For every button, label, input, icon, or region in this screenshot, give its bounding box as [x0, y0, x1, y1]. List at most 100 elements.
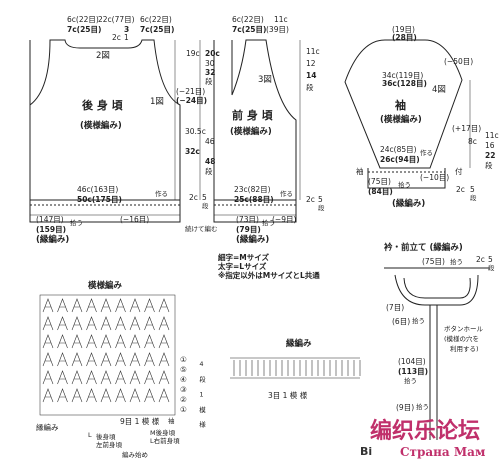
sleeve-tsuke: 袖 — [356, 167, 364, 176]
stitch-symbol — [100, 298, 112, 313]
collar-pick6: (6目) — [392, 317, 411, 326]
stitch-symbol — [129, 316, 141, 331]
stitch-symbol — [144, 352, 155, 367]
stitch-symbol — [57, 298, 68, 313]
stitch-symbol — [129, 388, 141, 403]
sleeve-side-8c: 8c — [468, 137, 477, 146]
rib-title: 縁編み — [286, 339, 312, 349]
back-rib: (縁編み) — [36, 235, 70, 245]
collar-pick-word3: 拾う — [404, 377, 417, 385]
stitch-symbol — [57, 388, 68, 403]
back-armhole-20c: 20c — [205, 49, 220, 58]
back-side-48: 48 — [205, 157, 216, 166]
stitch-symbol — [86, 334, 97, 349]
back-neck-width: 22c(77目) — [98, 15, 135, 24]
back-armhole-32: 32 — [205, 68, 216, 77]
front-neck-11c: 11c — [306, 47, 320, 56]
sleeve-upper-l: 36c(128目) — [382, 79, 427, 88]
stitch-symbol — [57, 352, 68, 367]
stitch-symbol — [144, 334, 155, 349]
stitch-symbol — [71, 352, 83, 367]
back-neck-1: 1 — [124, 33, 129, 42]
stitch-symbol — [86, 370, 97, 385]
front-rib-outline — [213, 200, 297, 223]
stitch-l-right: L右前身頃 — [150, 437, 180, 445]
front-neck-12: 12 — [306, 59, 316, 68]
stitch-row-3: ③ — [180, 385, 187, 394]
collar-title: 衿・前立て (縁編み) — [384, 243, 463, 253]
stitch-symbol — [86, 388, 97, 403]
stitch-m-back: M後身頃 — [150, 429, 176, 437]
back-pattern: (模様編み) — [80, 121, 122, 131]
collar-edge-dan: 段 — [488, 264, 495, 272]
stitch-symbol — [100, 316, 112, 331]
stitch-symbol — [42, 334, 54, 349]
sleeve-top-l: (28目) — [392, 33, 417, 42]
sleeve-rib: (縁編み) — [392, 199, 426, 209]
stitch-symbol — [115, 370, 126, 385]
sleeve-upper-m: 34c(119目) — [382, 71, 424, 80]
back-side-dan: 段 — [205, 167, 213, 176]
sleeve-pick-dec: (−10目) — [420, 173, 450, 182]
stitch-symbol — [129, 370, 141, 385]
stitch-symbol — [158, 316, 170, 331]
stitch-symbol — [71, 298, 83, 313]
stitch-symbol — [57, 334, 68, 349]
stitch-one-repeat: 9目 1 模 様 — [120, 417, 160, 426]
sleeve-side-dan: 段 — [485, 161, 493, 170]
stitch-symbol — [42, 352, 54, 367]
stitch-symbol — [129, 334, 141, 349]
stitch-symbol — [42, 388, 54, 403]
stitch-symbol — [100, 352, 112, 367]
sleeve-side-11c: 11c — [485, 131, 499, 140]
stitch-symbol — [115, 316, 126, 331]
sleeve-title: 袖 — [395, 99, 406, 112]
sleeve-edge-dan: 段 — [470, 194, 477, 202]
sleeve-cuff-l: 26c(94目) — [380, 155, 420, 164]
legend-l: 太字=Lサイズ — [218, 262, 267, 271]
collar-edge-2c: 2c — [476, 255, 485, 264]
collar-button-note2: 利用する) — [450, 345, 479, 353]
stitch-symbol — [71, 370, 83, 385]
back-shoulder-l: 7c(25目) — [67, 25, 102, 34]
front-pattern: (模様編み) — [230, 127, 272, 137]
stitch-row-2: ② — [180, 395, 187, 404]
collar-pick9: (9目) — [396, 403, 415, 412]
stitch-symbol — [42, 316, 54, 331]
stitch-symbol — [158, 298, 170, 313]
stitch-symbol — [144, 370, 155, 385]
front-body-outline — [213, 39, 297, 201]
watermark-ru: Страна Мам — [400, 445, 486, 459]
back-neck-2c: 2c — [112, 33, 121, 42]
back-pick-m: (147目) — [36, 215, 64, 224]
front-edge-2c: 2c — [306, 195, 315, 204]
back-side-32c: 32c — [185, 147, 200, 156]
front-title: 前 身 頃 — [232, 109, 273, 122]
sleeve-top-m: (19目) — [392, 25, 415, 34]
legend-note: ※指定以外はMサイズとL共通 — [218, 271, 320, 280]
stitch-symbol — [100, 388, 112, 403]
stitch-symbol — [100, 370, 112, 385]
stitch-symbol — [57, 316, 68, 331]
back-side-305: 30.5c — [185, 127, 206, 136]
stitch-l: L — [88, 431, 92, 439]
back-shoulder-m-right: 6c(22目) — [140, 15, 172, 24]
sleeve-pick-m: (75目) — [368, 177, 391, 186]
back-armhole-19c: 19c — [186, 49, 200, 58]
watermark-bi: Bi — [360, 445, 373, 458]
front-edge-5: 5 — [318, 195, 323, 204]
sleeve-pattern: (模様編み) — [380, 115, 422, 125]
sleeve-edge-5: 5 — [470, 185, 475, 194]
back-dec-l: (−24目) — [176, 96, 208, 105]
front-bottom-make: 作る — [280, 190, 293, 198]
front-top-39: (39目) — [266, 25, 289, 34]
stitch-row-5: ⑤ — [180, 365, 187, 374]
collar-pick7: (7目) — [386, 303, 405, 312]
back-armhole-dan: 段 — [205, 77, 213, 86]
sleeve-cuff-m: 24c(85目) — [380, 145, 417, 154]
stitch-symbol — [115, 388, 126, 403]
sleeve-side-22: 22 — [485, 151, 496, 160]
back-rib-outline — [29, 200, 181, 223]
back-neck-3: 3 — [124, 25, 130, 34]
stitch-tsuke: 袖 — [168, 417, 175, 425]
